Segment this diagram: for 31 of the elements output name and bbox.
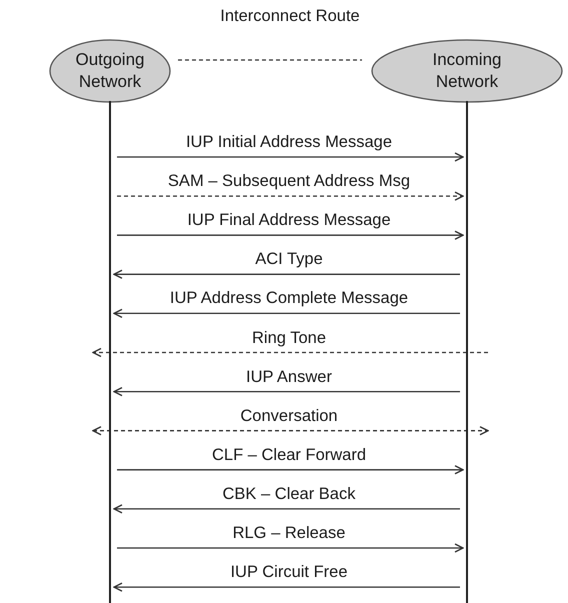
- arrow: [113, 386, 460, 396]
- node-label: Incoming Network: [432, 49, 502, 93]
- dashed-arrow: [92, 348, 488, 358]
- edge-label: ACI Type: [255, 249, 323, 270]
- arrow: [117, 465, 464, 474]
- edge-label: CLF – Clear Forward: [212, 444, 366, 465]
- arrow: [117, 152, 464, 162]
- edge-label: Ring Tone: [252, 328, 326, 348]
- arrow: [113, 504, 460, 514]
- edge-label: IUP Answer: [246, 366, 332, 387]
- edge-label: Conversation: [240, 406, 338, 426]
- edge-label: IUP Circuit Free: [230, 562, 348, 582]
- edge-label: Interconnect Route: [220, 6, 360, 26]
- network-ellipse: [372, 40, 562, 102]
- edge-label: SAM – Subsequent Address Msg: [168, 171, 410, 192]
- edge-label: RLG – Release: [232, 523, 346, 543]
- edge-label: IUP Final Address Message: [187, 210, 391, 230]
- lifeline: [466, 101, 468, 603]
- arrow: [113, 582, 460, 592]
- node-label: Outgoing Network: [74, 49, 146, 93]
- arrow: [117, 230, 464, 240]
- dashed-arrow: [92, 426, 489, 436]
- edge-label: IUP Initial Address Message: [186, 132, 392, 152]
- arrow: [113, 270, 460, 279]
- dashed-arrow: [117, 191, 464, 201]
- arrow: [113, 308, 460, 318]
- edge-label: CBK – Clear Back: [222, 484, 356, 504]
- network-ellipse: [50, 40, 170, 102]
- lifeline: [109, 101, 111, 603]
- arrow: [117, 543, 464, 553]
- edge-label: IUP Address Complete Message: [170, 288, 408, 308]
